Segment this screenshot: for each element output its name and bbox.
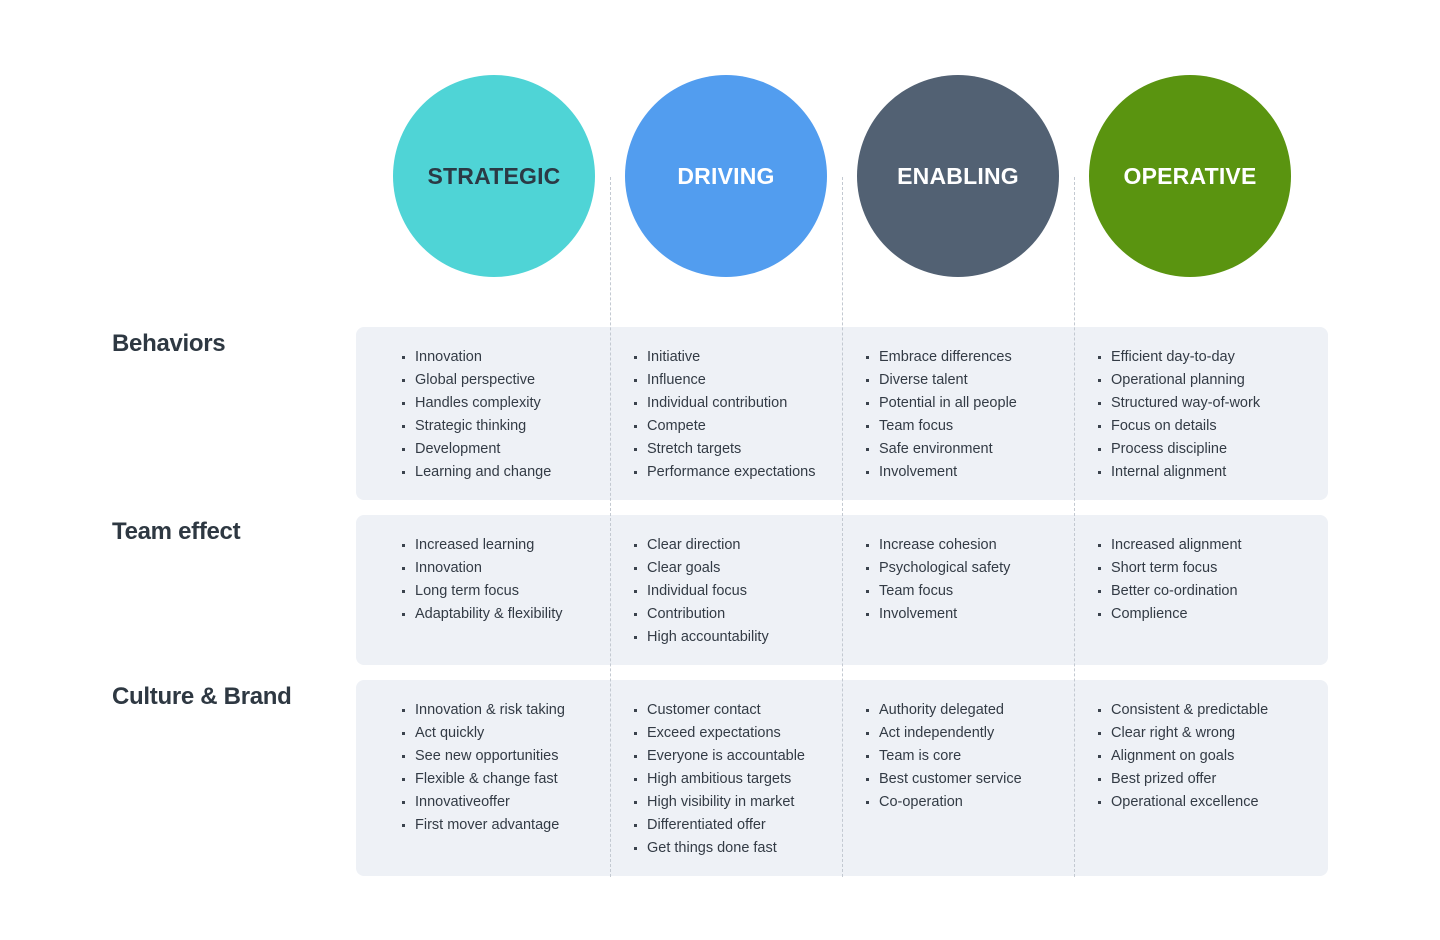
bullet-item: Internal alignment xyxy=(1097,461,1260,484)
bullet-item: Focus on details xyxy=(1097,415,1260,438)
bullet-item: Everyone is accountable xyxy=(633,745,805,768)
bullet-item: Potential in all people xyxy=(865,392,1017,415)
bullet-item: Short term focus xyxy=(1097,557,1242,580)
bullet-item: Process discipline xyxy=(1097,438,1260,461)
bullet-item: Innovativeoffer xyxy=(401,791,565,814)
bullet-item: Involvement xyxy=(865,461,1017,484)
bullet-item: Influence xyxy=(633,369,815,392)
bullet-item: Clear direction xyxy=(633,534,769,557)
bullet-item: Embrace differences xyxy=(865,346,1017,369)
column-title-driving: DRIVING xyxy=(677,162,775,189)
bullet-item: Compete xyxy=(633,415,815,438)
row-label-behaviors: Behaviors xyxy=(112,330,226,357)
column-title-enabling: ENABLING xyxy=(897,162,1019,189)
bullet-item: Act independently xyxy=(865,722,1022,745)
bullet-item: Performance expectations xyxy=(633,461,815,484)
bullet-item: Best customer service xyxy=(865,768,1022,791)
bullet-item: Adaptability & flexibility xyxy=(401,603,563,626)
bullet-item: Get things done fast xyxy=(633,837,805,860)
column-divider xyxy=(842,177,843,877)
column-divider xyxy=(610,177,611,877)
bullet-item: Exceed expectations xyxy=(633,722,805,745)
bullet-item: Individual contribution xyxy=(633,392,815,415)
bullet-item: Team is core xyxy=(865,745,1022,768)
bullet-item: Alignment on goals xyxy=(1097,745,1268,768)
bullet-item: Increased alignment xyxy=(1097,534,1242,557)
column-title-strategic: STRATEGIC xyxy=(427,162,561,189)
row-label-team-effect: Team effect xyxy=(112,518,241,545)
bullet-item: Efficient day-to-day xyxy=(1097,346,1260,369)
bullet-item: Consistent & predictable xyxy=(1097,699,1268,722)
bullet-item: Operational planning xyxy=(1097,369,1260,392)
bullet-item: Act quickly xyxy=(401,722,565,745)
bullet-item: Best prized offer xyxy=(1097,768,1268,791)
circle-enabling: ENABLING xyxy=(857,75,1059,277)
circle-strategic: STRATEGIC xyxy=(393,75,595,277)
bullet-item: Authority delegated xyxy=(865,699,1022,722)
bullet-item: Complience xyxy=(1097,603,1242,626)
column-title-operative: OPERATIVE xyxy=(1123,162,1257,189)
circle-driving: DRIVING xyxy=(625,75,827,277)
bullet-item: Involvement xyxy=(865,603,1010,626)
bullet-item: Clear right & wrong xyxy=(1097,722,1268,745)
bullet-item: Diverse talent xyxy=(865,369,1017,392)
bullet-item: Individual focus xyxy=(633,580,769,603)
bullet-item: Safe environment xyxy=(865,438,1017,461)
bullet-item: Strategic thinking xyxy=(401,415,551,438)
bullet-item: Flexible & change fast xyxy=(401,768,565,791)
circle-operative: OPERATIVE xyxy=(1089,75,1291,277)
bullet-item: Team focus xyxy=(865,580,1010,603)
bullet-item: Co-operation xyxy=(865,791,1022,814)
bullet-item: Customer contact xyxy=(633,699,805,722)
bullet-item: Better co-ordination xyxy=(1097,580,1242,603)
bullet-item: Innovation & risk taking xyxy=(401,699,565,722)
bullet-item: See new opportunities xyxy=(401,745,565,768)
bullet-item: Differentiated offer xyxy=(633,814,805,837)
bullet-item: Learning and change xyxy=(401,461,551,484)
bullet-item: Operational excellence xyxy=(1097,791,1268,814)
bullet-item: Stretch targets xyxy=(633,438,815,461)
bullet-item: Handles complexity xyxy=(401,392,551,415)
bullet-item: Innovation xyxy=(401,346,551,369)
bullet-item: Development xyxy=(401,438,551,461)
bullet-item: Clear goals xyxy=(633,557,769,580)
bullet-item: Initiative xyxy=(633,346,815,369)
bullet-item: High visibility in market xyxy=(633,791,805,814)
bullet-item: Psychological safety xyxy=(865,557,1010,580)
bullet-item: Innovation xyxy=(401,557,563,580)
bullet-item: Long term focus xyxy=(401,580,563,603)
bullet-item: High ambitious targets xyxy=(633,768,805,791)
bullet-item: First mover advantage xyxy=(401,814,565,837)
bullet-item: Structured way-of-work xyxy=(1097,392,1260,415)
bullet-item: Increase cohesion xyxy=(865,534,1010,557)
bullet-item: Increased learning xyxy=(401,534,563,557)
column-divider xyxy=(1074,177,1075,877)
bullet-item: Contribution xyxy=(633,603,769,626)
bullet-item: Global perspective xyxy=(401,369,551,392)
row-label-culture-brand: Culture & Brand xyxy=(112,683,292,710)
bullet-item: Team focus xyxy=(865,415,1017,438)
bullet-item: High accountability xyxy=(633,626,769,649)
